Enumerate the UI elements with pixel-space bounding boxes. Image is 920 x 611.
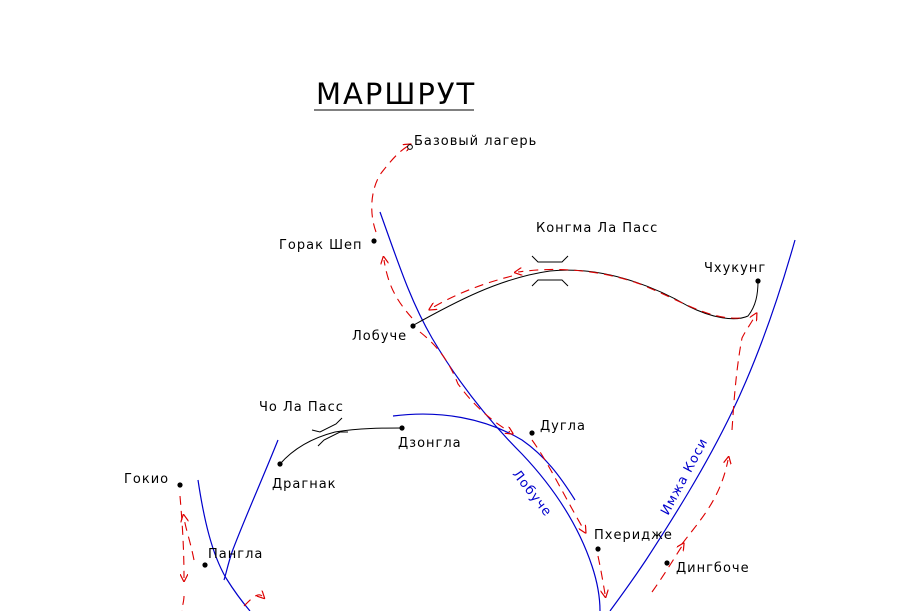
point-gokio xyxy=(177,482,183,488)
point-pangla xyxy=(202,562,208,568)
label-dzongla: Дзонгла xyxy=(398,436,462,451)
point-dingboche xyxy=(664,560,670,566)
label-dragnak: Драгнак xyxy=(272,477,337,492)
label-lobuche: Лобуче xyxy=(352,329,407,344)
route-imja-ascent xyxy=(681,460,728,545)
route-dingboche-imja xyxy=(651,546,682,593)
route-pangla-gokio xyxy=(184,518,195,561)
river-dzongla-branch xyxy=(392,413,576,501)
point-chukhung xyxy=(755,278,761,284)
point-dragnak xyxy=(277,461,283,467)
trail-cho-la xyxy=(279,427,403,465)
kongma-la-pass-symbol xyxy=(531,255,569,287)
route-lobuche-gorak-shep xyxy=(384,260,413,319)
label-base-camp: Базовый лагерь xyxy=(414,134,537,149)
river-gokio-left xyxy=(197,479,251,611)
point-gorak-shep xyxy=(371,238,377,244)
label-dingboche: Дингбоче xyxy=(676,561,750,576)
point-base-camp xyxy=(407,144,413,150)
label-kongma-la-pass: Конгма Ла Пасс xyxy=(536,221,658,236)
route-lines xyxy=(179,146,755,611)
label-dugla: Дугла xyxy=(540,419,586,434)
map-title: МАРШРУТ xyxy=(316,77,476,111)
river-gokio-right xyxy=(223,439,279,581)
point-lobuche xyxy=(410,323,416,329)
point-pheriche xyxy=(595,546,601,552)
label-river-imja-kosi: Имжа Коси xyxy=(658,436,711,518)
trail-kongma-la xyxy=(411,269,759,327)
route-gorak-shep-base-camp xyxy=(371,146,408,233)
label-pangla: Пангла xyxy=(208,547,263,562)
point-dzongla xyxy=(399,425,405,431)
label-gorak-shep: Горак Шеп xyxy=(279,238,362,253)
route-chukhung-kongma-la xyxy=(518,269,741,319)
label-cho-la-pass: Чо Ла Пасс xyxy=(259,400,344,415)
route-dugla-pheriche xyxy=(531,439,584,530)
river-lobuche xyxy=(379,211,601,611)
route-kongma-la-lobuche xyxy=(432,275,513,308)
cho-la-pass-symbol xyxy=(311,417,348,447)
river-imja-kosi xyxy=(609,239,796,611)
label-pheriche: Пхеридже xyxy=(594,528,673,543)
label-river-lobuche: Лобуче xyxy=(509,467,555,520)
route-pangla-south xyxy=(243,595,262,607)
route-lobuche-dugla xyxy=(419,331,510,432)
route-gokio-pangla xyxy=(179,495,184,578)
route-imja-chukhung xyxy=(731,316,755,431)
label-chukhung: Чхукунг xyxy=(704,261,766,276)
route-pheriche-south xyxy=(597,555,605,594)
waypoints xyxy=(177,144,761,568)
point-dugla xyxy=(529,430,535,436)
label-gokio: Гокио xyxy=(124,472,169,487)
route-gokio-south xyxy=(181,595,185,611)
